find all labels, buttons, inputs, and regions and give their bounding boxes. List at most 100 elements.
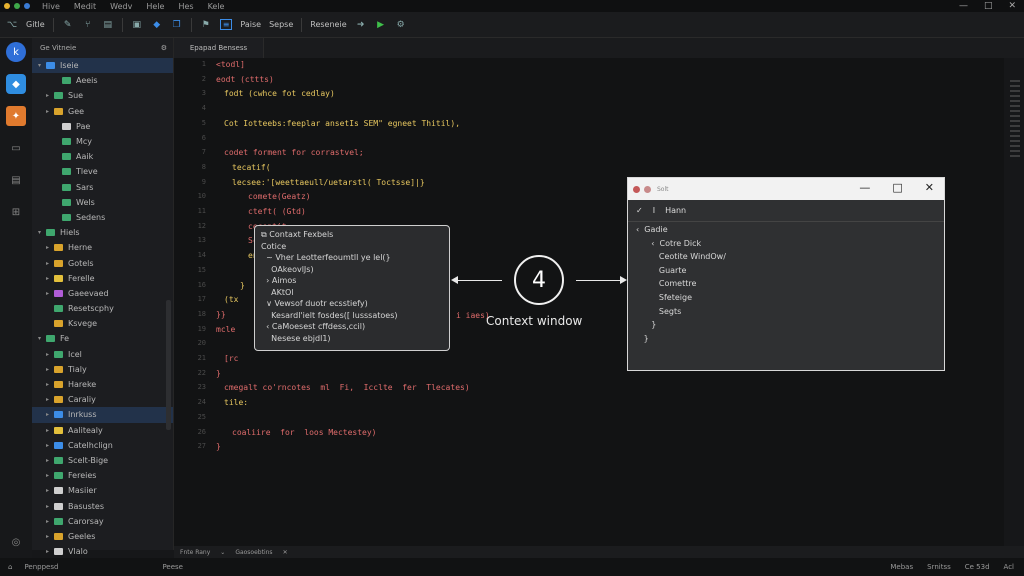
tree-item[interactable]: Sars [32,180,173,195]
chevron-icon[interactable]: ▸ [46,107,50,115]
chevron-icon[interactable]: ▸ [46,426,50,434]
tree-item[interactable]: ▸Icel [32,347,173,362]
menu-item[interactable]: Hes [178,1,194,11]
tree-item[interactable]: ▸Caraliy [32,392,173,407]
layers-icon[interactable]: ❐ [172,19,181,30]
chevron-icon[interactable]: ▸ [46,532,50,540]
minimize-icon[interactable]: — [859,181,871,194]
code-line[interactable]: codet forment for corrastvel; [224,148,364,158]
blue-dot-icon[interactable] [24,3,30,9]
cursor-icon[interactable]: I [652,206,656,215]
close-icon[interactable]: ✕ [282,548,288,556]
tree-item[interactable]: ▸Hareke [32,377,173,392]
chevron-icon[interactable]: ▸ [46,548,50,556]
green-dot-icon[interactable] [14,3,20,9]
files-icon[interactable]: ▭ [11,142,21,154]
minimize-icon[interactable]: — [958,1,968,11]
tree-item[interactable]: Sedens [32,210,173,225]
tree-item[interactable]: ▸Aalitealy [32,423,173,438]
tree-item[interactable]: ▸Gotels [32,255,173,270]
close-dot-icon[interactable] [633,185,640,193]
book-icon[interactable]: ▤ [11,174,21,186]
status-left-label[interactable]: Penppesd [24,563,59,571]
ship-icon[interactable]: ◆ [153,19,161,30]
diamond-icon[interactable]: ◆ [6,74,26,94]
maximize-icon[interactable]: □ [983,1,993,11]
settings-icon[interactable]: ⚙ [160,44,167,52]
tree-item[interactable]: Aeeis [32,73,173,88]
chevron-icon[interactable]: ▸ [46,396,50,404]
yellow-dot-icon[interactable] [4,3,10,9]
menu-item[interactable]: Hive [42,1,60,11]
settings-icon[interactable]: ⚙ [396,19,405,30]
chevron-icon[interactable]: ▸ [46,350,50,358]
code-line[interactable]: [rc [224,354,239,363]
menu-item[interactable]: Kele [207,1,225,11]
tree-item[interactable]: ▸Scelt-Bige [32,453,173,468]
tree-item[interactable]: ▸Carorsay [32,514,173,529]
brand-icon[interactable]: ≡ [219,19,233,30]
chevron-icon[interactable]: ▸ [46,259,50,267]
menu-item[interactable]: Wedv [110,1,133,11]
panel-tab-right[interactable]: Gaosoebtins [235,548,273,556]
document-icon[interactable]: ▣ [132,19,141,30]
chevron-icon[interactable]: ▾ [38,229,42,237]
tree-item[interactable]: ▸Tialy [32,362,173,377]
code-line[interactable]: fodt (cwhce fot cedlay) [224,89,335,99]
tree-item[interactable]: ▾Fe [32,331,173,346]
tree-item[interactable]: ▸Catelhclign [32,438,173,453]
menu-item[interactable]: Medit [73,1,97,11]
menu-item[interactable]: Hele [146,1,165,11]
code-line[interactable]: Cot Iotteebs:feeplar ansetIs SEM" egneet… [224,118,461,128]
code-line[interactable]: } [216,368,221,378]
code-line[interactable]: eodt (cttts) [216,74,274,84]
status-edit-label[interactable]: Peese [162,563,183,571]
status-item[interactable]: Srnitss [927,563,951,571]
tree-item[interactable]: ▸Masiier [32,483,173,498]
tree-item[interactable]: Resetscphy [32,301,173,316]
tree-item[interactable]: Pae [32,119,173,134]
close-icon[interactable]: ✕ [1008,1,1016,11]
status-item[interactable]: Acl [1003,563,1014,571]
dialog-tree-item[interactable]: } [636,320,657,330]
brand-label[interactable]: Paise [240,20,262,29]
tree-item[interactable]: ▸Vlalo [32,544,173,559]
code-line[interactable]: cmegalt co'rncotes ml Fi, Icclte fer Tle… [224,383,470,393]
dialog-tree-item[interactable]: ‹ Cotre Dick [636,238,702,248]
code-line[interactable]: } [240,280,245,290]
account-icon[interactable]: ◎ [11,536,21,548]
chevron-icon[interactable]: ▾ [38,62,42,70]
profile-icon[interactable]: k [6,42,26,62]
chevron-icon[interactable]: ▸ [46,92,50,100]
tree-item[interactable]: ▸Ferelle [32,271,173,286]
dialog-tree-item[interactable]: } [636,333,649,343]
tree-item[interactable]: Mcy [32,134,173,149]
code-line[interactable]: coaliire for loos Mectestey) [232,427,377,437]
chevron-icon[interactable]: ▸ [46,365,50,373]
panel-tab-left[interactable]: Fnte Rany [180,548,211,556]
dialog-tree-item[interactable]: Comettre [636,279,697,289]
secondary-label[interactable]: Sepse [269,20,294,29]
dialog-tree-item[interactable]: Sfeteige [636,292,692,302]
tree-item[interactable]: ▾Hiels [32,225,173,240]
tree-item[interactable]: ▸Gee [32,104,173,119]
editor-tab[interactable]: Epapad Bensess [174,38,264,58]
tree-item[interactable]: Aaik [32,149,173,164]
extensions-icon[interactable]: ✦ [6,106,26,126]
tree-item[interactable]: ▸Basustes [32,498,173,513]
editor-scrollbar[interactable] [1004,58,1024,546]
maximize-icon[interactable]: □ [892,181,903,194]
chevron-icon[interactable]: ▸ [46,456,50,464]
arrow-right-icon[interactable]: ➜ [356,19,365,30]
dialog-tree-item[interactable]: ‹ Gadie [636,225,668,234]
chevron-down-icon[interactable]: ⌄ [220,548,226,556]
chevron-icon[interactable]: ▸ [46,441,50,449]
code-line[interactable]: mcle [216,324,236,334]
chevron-icon[interactable]: ▾ [38,335,42,343]
minimize-dot-icon[interactable] [644,185,651,193]
fork-icon[interactable]: ⑂ [85,19,91,30]
play-icon[interactable]: ▶ [377,19,385,30]
chevron-icon[interactable]: ▸ [46,289,50,297]
explorer-scrollbar[interactable] [166,300,171,430]
tree-item[interactable]: ▸Gaeevaed [32,286,173,301]
